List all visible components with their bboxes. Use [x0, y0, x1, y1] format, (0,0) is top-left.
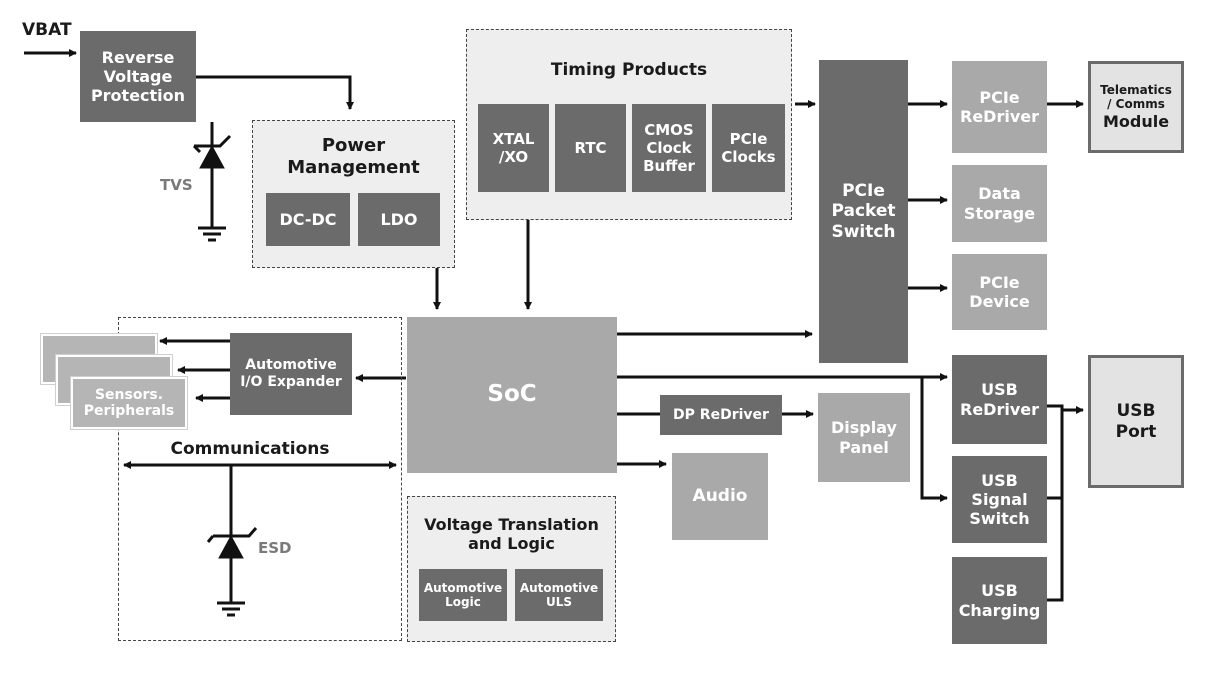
usb-to-port-bus [1047, 404, 1064, 602]
rvp-to-power-arrow [196, 75, 354, 110]
communications-label: Communications [170, 439, 330, 459]
esd-diode-icon [206, 527, 258, 559]
telematics-comms-module-block: Telematics / Comms Module [1088, 61, 1184, 153]
pcie-packet-switch-block: PCIe Packet Switch [819, 60, 908, 363]
usb-to-signal-switch-arrow [920, 377, 948, 502]
pcie-device-block: PCIe Device [952, 254, 1047, 330]
power-management-title: Power Management [287, 135, 420, 178]
usb-redriver-block: USB ReDriver [952, 355, 1047, 444]
audio-block: Audio [672, 453, 768, 540]
sensors-peripherals-card: Sensors. Peripherals [71, 377, 187, 429]
soc-block: SoC [407, 317, 617, 473]
telematics-label-top: Telematics / Comms [1100, 83, 1172, 112]
tvs-label: TVS [160, 176, 193, 194]
automotive-logic-block: Automotive Logic [419, 569, 507, 621]
esd-label: ESD [258, 539, 292, 557]
xtal-xo-block: XTAL /XO [478, 104, 549, 192]
usb-charging-block: USB Charging [952, 557, 1047, 644]
tvs-diode-icon [192, 134, 232, 169]
display-panel-block: Display Panel [818, 393, 910, 482]
data-storage-block: Data Storage [952, 165, 1047, 242]
ldo-block: LDO [358, 193, 440, 246]
vbat-label: VBAT [22, 20, 72, 40]
usb-port-block: USB Port [1088, 355, 1184, 488]
automotive-uls-block: Automotive ULS [515, 569, 603, 621]
telematics-label-bottom: Module [1102, 111, 1170, 131]
automotive-io-expander-block: Automotive I/O Expander [230, 333, 352, 415]
voltage-translation-title: Voltage Translation and Logic [424, 515, 599, 554]
esd-ground-icon [217, 601, 245, 617]
tvs-ground-icon [198, 226, 226, 242]
timing-products-title: Timing Products [550, 60, 708, 80]
dp-redriver-block: DP ReDriver [660, 395, 782, 435]
pcie-redriver-block: PCIe ReDriver [952, 61, 1047, 153]
cmos-clock-buffer-block: CMOS Clock Buffer [632, 104, 706, 192]
usb-signal-switch-block: USB Signal Switch [952, 456, 1047, 543]
io-communications-region [118, 317, 402, 641]
rtc-block: RTC [555, 104, 626, 192]
reverse-voltage-protection-block: Reverse Voltage Protection [80, 31, 196, 122]
pcie-clocks-block: PCIe Clocks [712, 104, 785, 192]
dc-dc-block: DC-DC [266, 193, 350, 246]
